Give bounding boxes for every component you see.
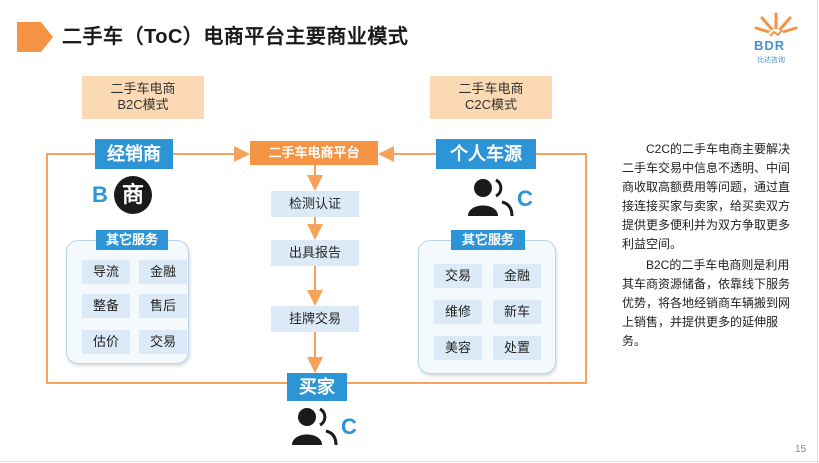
frame-border-right bbox=[817, 0, 818, 463]
step-inspection: 检测认证 bbox=[271, 191, 359, 217]
service-chip: 金融 bbox=[493, 264, 541, 288]
frame-border-bottom bbox=[0, 461, 819, 462]
dealer-letter-b: B bbox=[92, 182, 108, 207]
dealer-node: 经销商 bbox=[95, 139, 173, 169]
service-chip: 美容 bbox=[434, 336, 482, 360]
service-chip: 导流 bbox=[82, 260, 130, 284]
service-chip: 新车 bbox=[493, 300, 541, 324]
service-chip: 售后 bbox=[139, 294, 187, 318]
service-chip: 处置 bbox=[493, 336, 541, 360]
logo-subtext: 比达咨询 bbox=[757, 57, 785, 64]
service-chip: 交易 bbox=[139, 330, 187, 354]
logo-text: BDR bbox=[754, 38, 786, 53]
b2c-label-line2: B2C模式 bbox=[117, 97, 169, 112]
service-chip: 金融 bbox=[139, 260, 187, 284]
bdr-logo: BDR 比达咨询 bbox=[748, 8, 804, 66]
service-chip: 整备 bbox=[82, 294, 130, 318]
service-chip: 维修 bbox=[434, 300, 482, 324]
left-loop-line bbox=[46, 153, 287, 384]
title-arrow-icon bbox=[17, 22, 53, 52]
description-b2c: B2C的二手车电商则是利用其车商资源储备，依靠线下服务优势，将各地经销商车辆搬到… bbox=[622, 258, 791, 348]
description-text: C2C的二手车电商主要解决二手车交易中信息不透明、中间商收取高额费用等问题，通过… bbox=[622, 140, 794, 353]
private-letter-c: C bbox=[517, 186, 533, 211]
step-listing: 挂牌交易 bbox=[271, 306, 359, 332]
right-loop-line bbox=[347, 153, 587, 384]
page-number: 15 bbox=[795, 444, 807, 455]
buyer-node: 买家 bbox=[287, 373, 347, 401]
b2c-label-line1: 二手车电商 bbox=[110, 81, 176, 96]
buyer-letter-c: C bbox=[341, 414, 357, 439]
people-icon bbox=[468, 178, 514, 217]
c2c-label-line2: C2C模式 bbox=[464, 97, 517, 112]
platform-node: 二手车电商平台 bbox=[250, 141, 378, 165]
service-chip: 估价 bbox=[82, 330, 130, 354]
c2c-label-line1: 二手车电商 bbox=[458, 81, 524, 96]
dealer-services-title: 其它服务 bbox=[96, 230, 168, 250]
b2c-model-label: 二手车电商 B2C模式 bbox=[82, 76, 204, 119]
description-c2c: C2C的二手车电商主要解决二手车交易中信息不透明、中间商收取高额费用等问题，通过… bbox=[622, 142, 791, 251]
c2c-model-label: 二手车电商 C2C模式 bbox=[430, 76, 552, 119]
merchant-badge-icon: 商 bbox=[114, 176, 152, 214]
service-chip: 交易 bbox=[434, 264, 482, 288]
private-seller-node: 个人车源 bbox=[436, 139, 536, 169]
logo-sun-icon bbox=[754, 12, 798, 47]
page-title: 二手车（ToC）电商平台主要商业模式 bbox=[62, 26, 409, 48]
step-report: 出具报告 bbox=[271, 240, 359, 266]
buyer-people-icon bbox=[292, 407, 338, 446]
private-services-title: 其它服务 bbox=[451, 230, 525, 250]
